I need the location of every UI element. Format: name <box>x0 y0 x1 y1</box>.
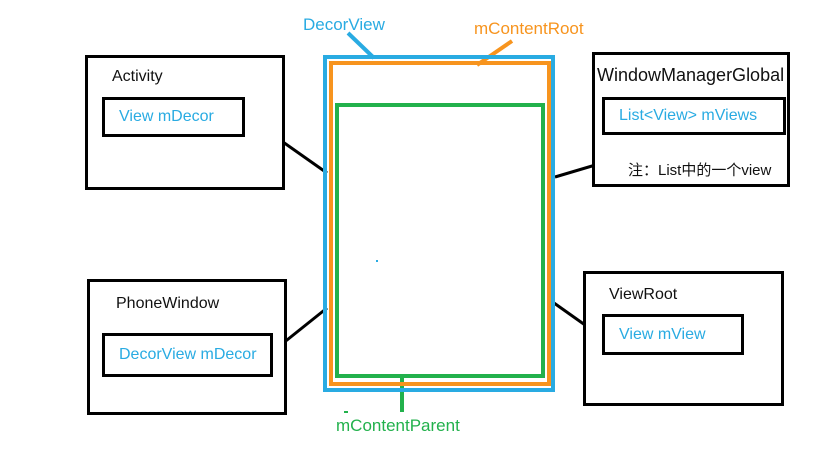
phone-window-box: PhoneWindow DecorView mDecor <box>87 279 287 415</box>
mcontentparent-rect <box>335 103 545 378</box>
view-root-field-label: View mView <box>619 325 706 343</box>
activity-title: Activity <box>112 68 163 85</box>
activity-box: Activity View mDecor <box>85 55 285 190</box>
phone-window-field-box: DecorView mDecor <box>102 333 273 377</box>
mcontentparent-label: mContentParent <box>336 416 460 435</box>
window-manager-global-field-label: List<View> mViews <box>619 107 758 124</box>
window-manager-global-field-box: List<View> mViews <box>602 97 786 135</box>
phone-window-field-label: DecorView mDecor <box>119 346 257 363</box>
activity-field-label: View mDecor <box>119 108 214 125</box>
mcontentroot-label: mContentRoot <box>474 19 584 38</box>
window-manager-global-title: WindowManagerGlobal <box>597 65 785 85</box>
view-root-box: ViewRoot View mView <box>583 271 784 406</box>
decorview-rect <box>323 55 555 392</box>
mcontentroot-rect <box>329 61 551 386</box>
view-root-field-box: View mView <box>602 314 744 355</box>
phone-window-title: PhoneWindow <box>116 295 220 312</box>
window-manager-global-note: 注：List中的一个view <box>628 162 772 179</box>
decorview-label: DecorView <box>303 15 385 34</box>
view-root-title: ViewRoot <box>609 286 678 303</box>
activity-field-box: View mDecor <box>102 97 245 137</box>
stray-green-dot <box>344 411 348 413</box>
window-manager-global-box: WindowManagerGlobal List<View> mViews 注：… <box>592 52 790 187</box>
